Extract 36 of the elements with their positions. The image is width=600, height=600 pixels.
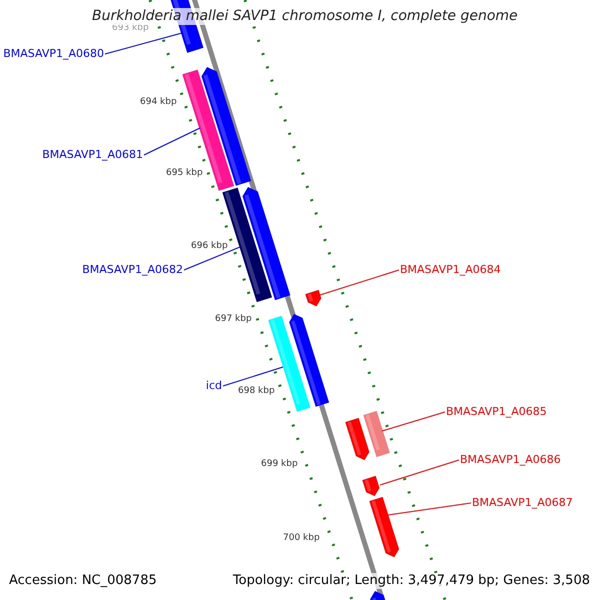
gene-label: BMASAVP1_A0681 [42, 148, 143, 162]
gene-feature [370, 591, 388, 600]
gene-label: BMASAVP1_A0687 [472, 496, 573, 510]
scale-label: 697 kbp [215, 314, 252, 325]
gene-label: icd [206, 379, 222, 392]
gene-label: BMASAVP1_A0684 [400, 263, 501, 276]
scale-label: 694 kbp [140, 97, 177, 108]
scale-label: 695 kbp [166, 168, 203, 179]
leader-line [382, 412, 446, 432]
leader-line [184, 246, 240, 270]
scale-label: 698 kbp [238, 386, 275, 397]
scale-label: 693 kbp [112, 23, 149, 34]
scale-label: 696 kbp [191, 241, 228, 252]
gene-label: BMASAVP1_A0686 [460, 453, 561, 466]
gene-feature [363, 410, 390, 458]
leader-line [388, 502, 472, 516]
gene-feature [242, 187, 290, 300]
scale-label: 700 kbp [283, 533, 320, 544]
gene-feature [202, 67, 252, 186]
leader-line [104, 32, 182, 54]
leader-line [222, 366, 284, 386]
genome-stats-text: Topology: circular; Length: 3,497,479 bp; Genes: 3,508 [232, 573, 590, 589]
gene-label: BMASAVP1_A0680 [3, 47, 104, 60]
gene-feature [362, 476, 380, 496]
scale-label: 699 kbp [261, 459, 298, 470]
gene-label: BMASAVP1_A0685 [446, 405, 547, 418]
leader-line [144, 128, 200, 156]
gene-feature [182, 70, 234, 191]
gene-feature [305, 290, 322, 306]
leader-line [380, 460, 460, 486]
gene-feature [345, 418, 370, 460]
gene-label: BMASAVP1_A0682 [82, 263, 183, 276]
accession-text: Accession: NC_008785 [9, 573, 157, 589]
gene-feature [289, 314, 330, 407]
leader-line [320, 270, 400, 296]
gene-feature [369, 496, 400, 558]
